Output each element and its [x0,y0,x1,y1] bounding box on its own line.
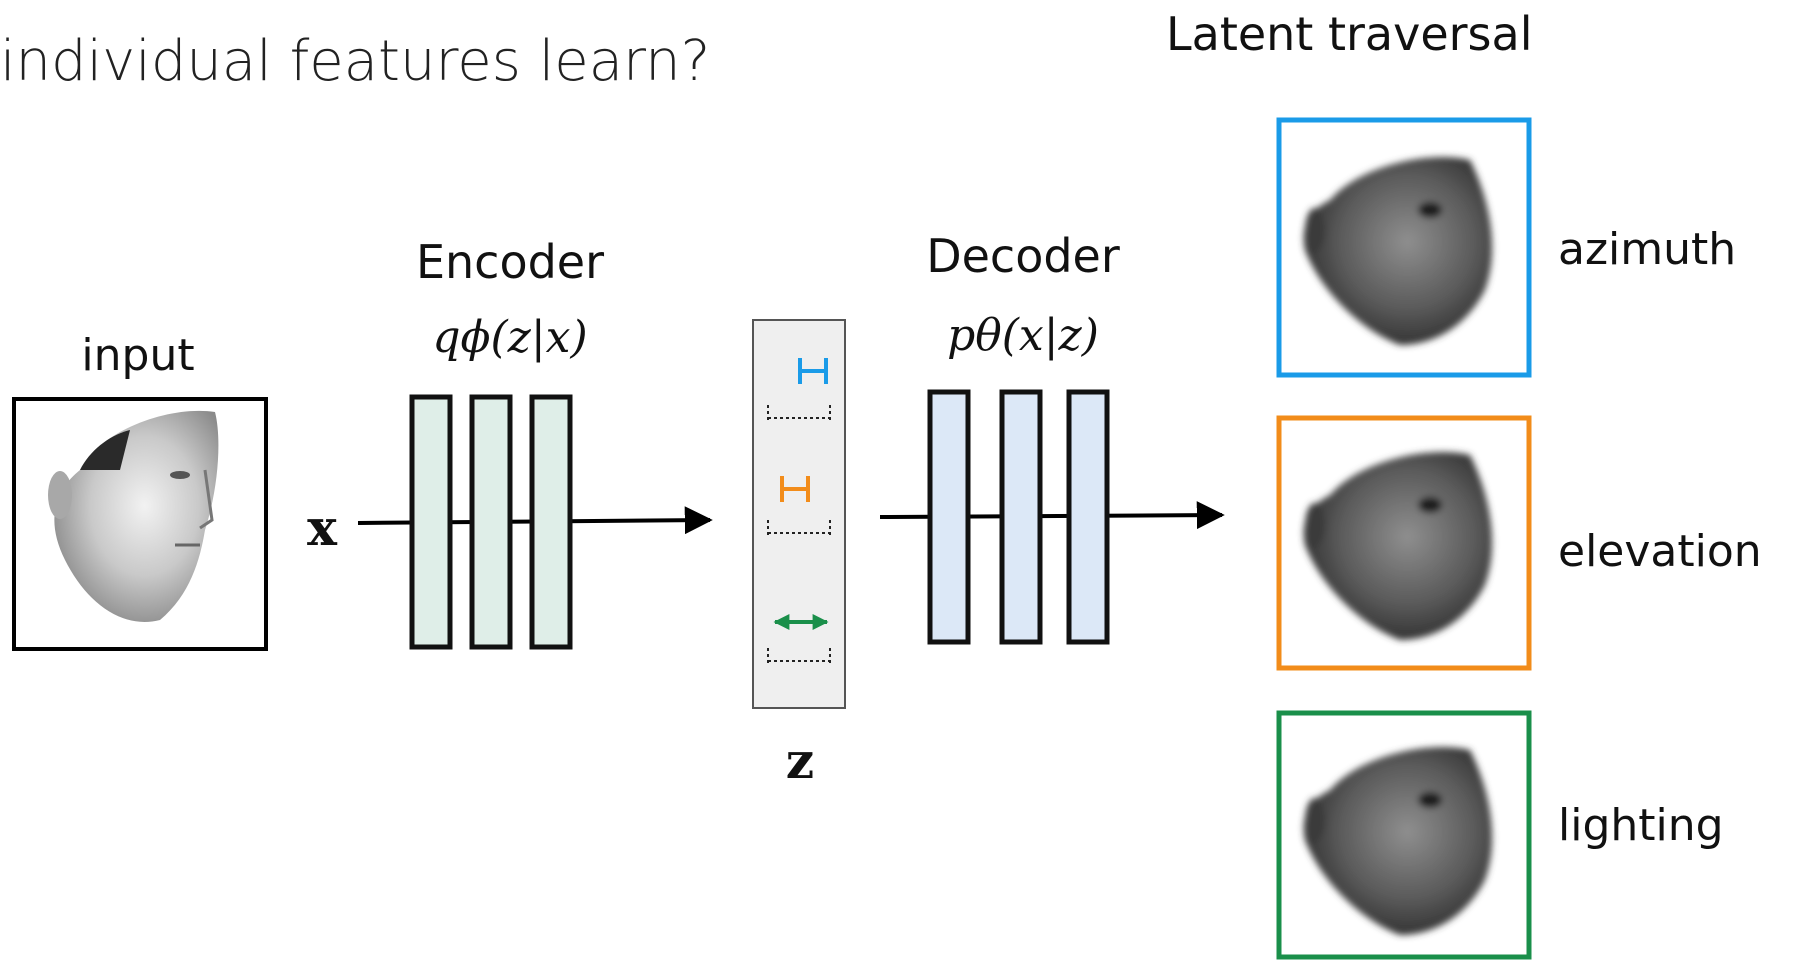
question-fragment: individual features learn? [0,29,710,94]
decoder-layer [1066,389,1110,645]
input-label: input [81,330,194,381]
face-reconstruction-icon [1303,156,1493,345]
traversal-label-lighting: lighting [1558,800,1724,851]
x-symbol: x [307,498,338,557]
input-image [12,397,268,651]
decoder-layer [999,389,1043,645]
z-symbol: z [786,731,814,790]
encoder-formula: qϕ(z|x) [432,312,587,363]
face-reconstruction-icon [1303,451,1493,640]
traversal-title: Latent traversal [1166,7,1532,61]
latent-marker-azimuth [767,358,831,420]
decoder-formula: pθ(x|z) [947,310,1099,361]
latent-marker-lighting [767,614,831,663]
decoder-layer [927,389,971,645]
encoder-label: Encoder [416,235,604,289]
decoder-network [927,389,1110,645]
encoder-network [409,394,573,650]
encoder-layer [469,394,513,650]
traversal-azimuth [1276,117,1532,378]
latent-marker-elevation [767,476,831,535]
traversal-label-elevation: elevation [1558,526,1762,577]
traversal-label-azimuth: azimuth [1558,224,1736,275]
face-photo-icon [48,410,219,622]
latent-vector [752,319,846,709]
traversal-elevation [1276,415,1532,671]
encoder-layer [529,394,573,650]
encoder-layer [409,394,453,650]
face-reconstruction-icon [1303,746,1493,935]
decoder-label: Decoder [926,229,1120,283]
traversal-lighting [1276,710,1532,960]
